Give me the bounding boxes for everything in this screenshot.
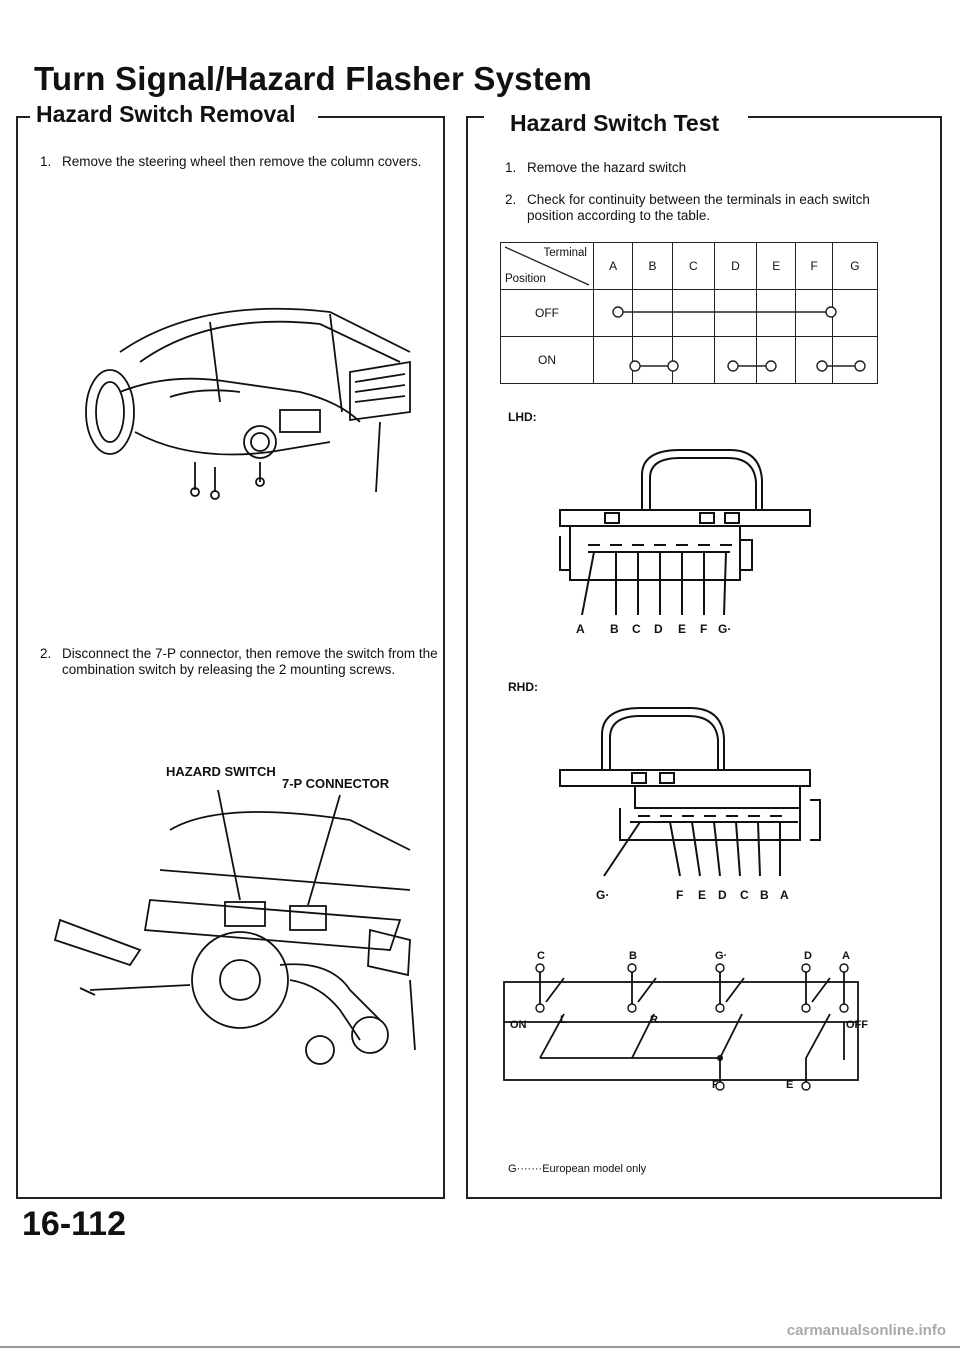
pin-label: C: [740, 888, 749, 902]
rhd-label: RHD:: [508, 680, 538, 694]
lhd-connector-diagram: [559, 449, 811, 616]
watermark: carmanualsonline.info: [786, 1322, 946, 1339]
cell: [713, 336, 758, 384]
test-panel: [466, 116, 942, 1199]
table-header-row: Terminal Position A B C D E F G: [500, 242, 879, 290]
pin-label: C: [632, 622, 641, 636]
page-title: Turn Signal/Hazard Flasher System: [34, 60, 592, 97]
table-corner-cell: Terminal Position: [500, 242, 594, 290]
step-number: 1.: [505, 160, 517, 175]
column-header: F: [795, 242, 833, 290]
terminal-label: F: [712, 1079, 719, 1091]
cell: [756, 336, 797, 384]
hazard-switch-removal-illustration: [53, 790, 416, 1065]
hazard-switch-callout: HAZARD SWITCH: [166, 764, 276, 779]
footnote: G·······European model only: [508, 1163, 647, 1175]
cell: [756, 289, 797, 337]
terminal-label: G·: [715, 950, 728, 962]
column-header: A: [592, 242, 634, 290]
footer-rule: [0, 1346, 960, 1348]
panel-border-top-right: [318, 116, 445, 118]
pin-label: G·: [718, 622, 732, 636]
test-step-2: 2. Check for continuity between the term…: [505, 192, 925, 226]
pin-label: F: [700, 622, 708, 636]
l-label: L: [560, 1014, 567, 1026]
cell: [632, 289, 673, 337]
test-step-1: 1. Remove the hazard switch: [505, 160, 925, 178]
terminal-label: C: [537, 950, 545, 962]
cell: [632, 336, 673, 384]
steering-column-illustration: [85, 307, 411, 500]
pin-label: B: [610, 622, 619, 636]
continuity-marks: [612, 306, 866, 372]
removal-step-2: 2. Disconnect the 7-P connector, then re…: [40, 646, 440, 698]
step-text: Check for continuity between the termina…: [527, 192, 870, 223]
terminal-label: E: [786, 1079, 794, 1091]
header-position: Position: [505, 273, 546, 285]
removal-step-1: 1. Remove the steering wheel then remove…: [40, 154, 440, 188]
step-number: 1.: [40, 154, 52, 169]
cell: [592, 336, 634, 384]
switch-schematic-diagram: [503, 963, 859, 1091]
connector-callout: 7-P CONNECTOR: [282, 776, 390, 791]
r-label: R: [650, 1014, 658, 1026]
panel-border-top-left: [16, 116, 30, 118]
column-header: B: [632, 242, 673, 290]
step-text: Remove the hazard switch: [527, 160, 687, 175]
cell: [831, 336, 879, 384]
pin-label: D: [718, 888, 727, 902]
panel-border-top-left: [466, 116, 484, 118]
terminal-label: B: [629, 950, 637, 962]
lhd-label: LHD:: [508, 410, 537, 424]
pin-label: B: [760, 888, 769, 902]
removal-heading: Hazard Switch Removal: [30, 101, 302, 128]
row-label-on: ON: [500, 336, 594, 384]
pin-label: E: [678, 622, 687, 636]
pin-label: E: [698, 888, 707, 902]
removal-panel: [16, 116, 445, 1199]
step-number: 2.: [40, 646, 52, 661]
test-heading: Hazard Switch Test: [504, 110, 726, 137]
header-terminal: Terminal: [543, 247, 587, 259]
cell: [795, 336, 833, 384]
step-text: Disconnect the 7-P connector, then remov…: [62, 646, 438, 677]
panel-border-top-right: [748, 116, 942, 118]
rhd-connector-diagram: [559, 707, 821, 877]
step-text: Remove the steering wheel then remove th…: [62, 154, 422, 169]
step-number: 2.: [505, 192, 517, 207]
cell: [671, 289, 715, 337]
page-number: 16-112: [22, 1205, 126, 1243]
terminal-label: D: [804, 950, 812, 962]
pin-label: G·: [596, 888, 610, 902]
diagonal-divider: [504, 246, 590, 286]
terminal-label: A: [842, 950, 850, 962]
pin-label: A: [576, 622, 585, 636]
pin-label: A: [780, 888, 789, 902]
pin-label: F: [676, 888, 684, 902]
pin-label: D: [654, 622, 663, 636]
table-row: ON: [500, 336, 879, 384]
